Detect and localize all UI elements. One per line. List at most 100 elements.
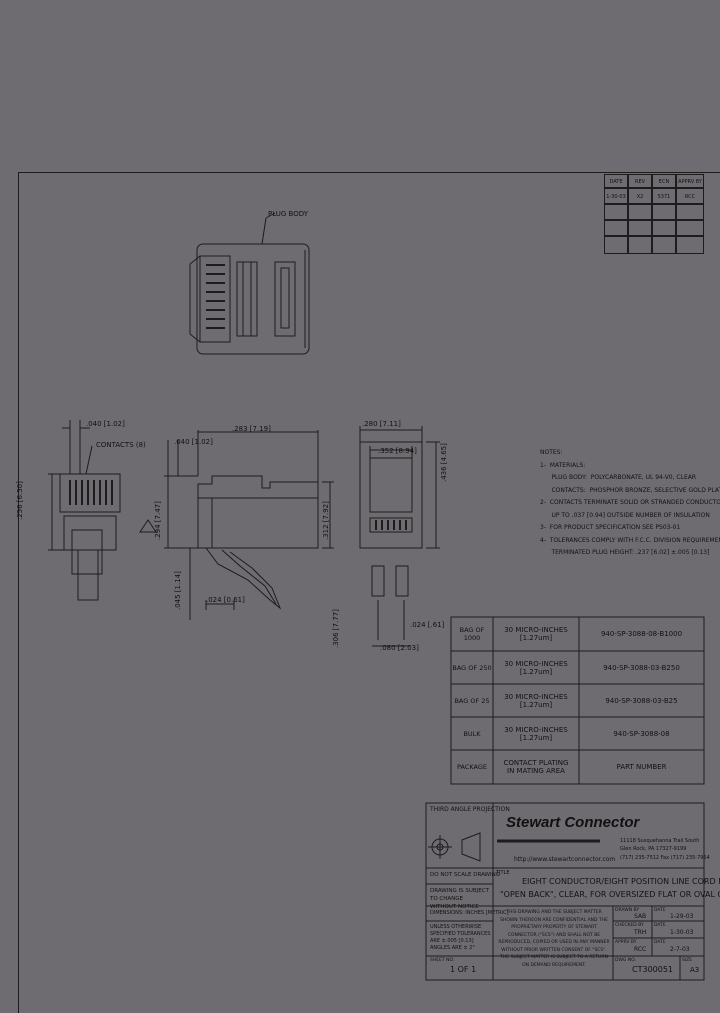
phone-line: (717) 235-7512 Fax (717) 235-7954: [620, 855, 710, 861]
dim-040-side: .040 [1.02]: [174, 438, 213, 446]
date-2: 1-30-03: [670, 929, 694, 936]
revision-cell: [628, 220, 652, 236]
parts-cell: 940-SP-3088-08-B1000: [600, 630, 683, 638]
company-name: Stewart Connector: [506, 814, 640, 831]
dim-080: .080 [2.03]: [380, 644, 419, 652]
parts-cell: BAG OF 250: [452, 663, 492, 672]
parts-cell: 30 MICRO-INCHES [1.27um]: [504, 725, 568, 742]
sheet-size: A3: [690, 966, 700, 974]
note-line: 4- TOLERANCES COMPLY WITH F.C.C. DIVISIO…: [540, 536, 720, 544]
parts-cell: 940-SP-3088-03-B25: [605, 696, 678, 705]
parts-header-cell: PART NUMBER: [616, 763, 667, 771]
dim-436: .436 [4.65]: [440, 443, 448, 482]
drawing-number: CT300051: [632, 965, 674, 974]
dim-256: .256 [6.50]: [16, 481, 24, 520]
drawn-by-label: DRAWN BY: [615, 908, 640, 913]
title-block-lines: [425, 802, 705, 981]
top-view: [189, 212, 310, 355]
dim-294: .294 [7.47]: [154, 501, 162, 540]
drawing-border: [18, 172, 720, 1013]
approved-by-label: APPRV BY: [615, 940, 637, 945]
confidential-notice: THIS DRAWING AND THE SUBJECT MATTER SHOW…: [498, 910, 610, 968]
title-line-1: EIGHT CONDUCTOR/EIGHT POSITION LINE CORD…: [522, 877, 720, 886]
dim-024: .024 [0.61]: [206, 596, 245, 604]
dim-312: .312 [7.92]: [322, 501, 330, 540]
website[interactable]: http://www.stewartconnector.com: [514, 856, 616, 863]
revision-cell: [628, 204, 652, 220]
note-line: NOTES:: [540, 449, 563, 456]
dimensions-note: DIMENSIONS: INCHES [METRIC]: [430, 910, 509, 916]
size-label: SIZE: [682, 958, 693, 963]
revision-cell: [604, 204, 628, 220]
change-notice: DRAWING IS SUBJECT TO CHANGE WITHOUT NOT…: [430, 888, 489, 910]
revision-header-cell: DATE: [604, 174, 628, 188]
contacts-label: CONTACTS (8): [96, 441, 146, 449]
revision-header-cell: REV: [628, 174, 652, 188]
front-view: [48, 420, 121, 601]
revision-header-cell: APPRV BY: [676, 174, 704, 188]
revision-header-cell: ECN: [652, 174, 676, 188]
drawing-number-label: DWG NO.: [615, 958, 636, 963]
date-1: 1-29-03: [670, 913, 694, 920]
revision-cell: [676, 236, 704, 254]
note-line: 2- CONTACTS TERMINATE SOLID OR STRANDED …: [540, 499, 720, 506]
dim-352: .352 [8.94]: [378, 447, 417, 455]
parts-cell: BAG OF 25: [454, 696, 490, 705]
parts-cell: BULK: [463, 729, 481, 738]
revision-cell: [676, 220, 704, 236]
revision-cell: RCC: [676, 188, 704, 204]
dim-306: .306 [7.77]: [332, 609, 340, 648]
plug-body-label: PLUG BODY: [268, 210, 309, 218]
tolerances-note: UNLESS OTHERWISE SPECIFIED TOLERANCES AR…: [430, 924, 491, 951]
revision-cell: [604, 220, 628, 236]
side-view: [139, 430, 334, 620]
end-view: [359, 426, 440, 647]
title-label: TITLE: [496, 870, 510, 876]
parts-cell: 940-SP-3088-03-B250: [603, 663, 680, 672]
revision-cell: [652, 220, 676, 236]
notes-block: NOTES: 1- MATERIALS: PLUG BODY: POLYCARBO…: [540, 447, 720, 560]
dim-045: .045 [1.14]: [174, 571, 182, 610]
dim-040: .040 [1.02]: [86, 420, 125, 428]
note-line: 1- MATERIALS:: [540, 461, 586, 469]
dim-024b: .024 [.61]: [410, 621, 445, 629]
date-label-1: DATE: [654, 908, 666, 913]
revision-cell: [652, 236, 676, 254]
parts-cell: 940-SP-3088-08: [613, 729, 670, 738]
address-line-2: Glen Rock, PA 17327-9199: [620, 846, 687, 852]
approved-by: RCC: [634, 946, 647, 953]
parts-cell: BAG OF 1000: [459, 626, 485, 642]
revision-cell: 5371: [652, 188, 676, 204]
revision-cell: 1-30-03: [604, 188, 628, 204]
checked-by: TRH: [634, 929, 647, 936]
do-not-scale: DO NOT SCALE DRAWING: [430, 872, 500, 878]
revision-cell: [652, 204, 676, 220]
note-line: TERMINATED PLUG HEIGHT: .237 [6.02] ±.00…: [540, 549, 710, 556]
note-line: 3- FOR PRODUCT SPECIFICATION SEE PS03-01: [540, 524, 681, 531]
checked-by-label: CHECKED BY: [615, 923, 644, 928]
date-label-2: DATE: [654, 923, 666, 928]
projection-label: THIRD ANGLE PROJECTION: [430, 806, 510, 813]
note-line: UP TO .037 [0.94] OUTSIDE NUMBER OF INSU…: [540, 511, 710, 519]
parts-table-lines: [450, 616, 705, 785]
parts-header-cell: PACKAGE: [457, 763, 487, 771]
revision-cell: [604, 236, 628, 254]
note-line: CONTACTS: PHOSPHOR BRONZE, SELECTIVE GOL…: [540, 486, 720, 494]
title-line-2: "OPEN BACK", CLEAR, FOR OVERSIZED FLAT O…: [500, 890, 720, 899]
parts-cell: 30 MICRO-INCHES [1.27um]: [504, 659, 568, 676]
sheet-number: 1 OF 1: [450, 965, 477, 974]
revision-cell: [676, 204, 704, 220]
revision-cell: X2: [628, 188, 652, 204]
address-line-1: 11118 Susquehanna Trail South: [620, 838, 700, 844]
dim-280: .280 [7.11]: [362, 420, 401, 428]
date-label-3: DATE: [654, 940, 666, 945]
note-line: PLUG BODY: POLYCARBONATE, UL 94-V0, CLEA…: [540, 474, 697, 481]
drawn-by: SAB: [634, 913, 647, 920]
parts-cell: 30 MICRO-INCHES [1.27um]: [504, 692, 568, 709]
date-3: 2-7-03: [670, 946, 690, 953]
sheet-label: SHEET NO.: [430, 958, 455, 963]
parts-cell: 30 MICRO-INCHES [1.27um]: [504, 626, 568, 642]
revision-cell: [628, 236, 652, 254]
dim-283: .283 [7.19]: [232, 425, 271, 433]
